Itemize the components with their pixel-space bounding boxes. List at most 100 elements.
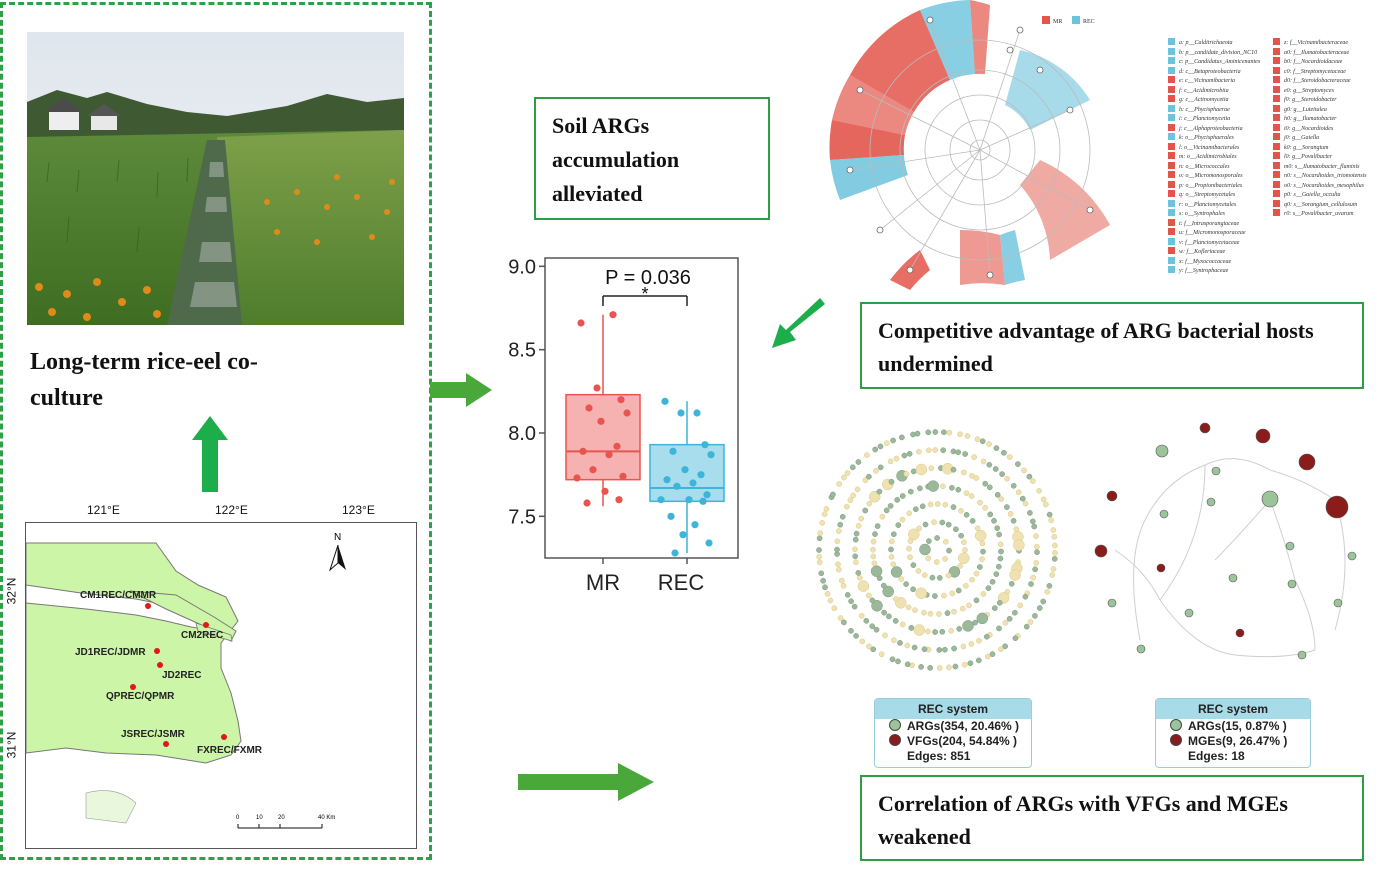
network-node (951, 645, 957, 652)
taxon-label: m: o__Acidimicrobiales (1168, 152, 1273, 162)
data-point (673, 482, 681, 490)
network-node (894, 497, 901, 503)
taxon-label: i0: g__Nocardioides (1273, 123, 1378, 134)
network-node (985, 585, 992, 591)
network-node (936, 575, 943, 581)
site-marker (145, 603, 151, 609)
network-node (1030, 574, 1036, 581)
network-node (956, 626, 963, 632)
network-node (865, 592, 872, 599)
network-node (868, 490, 881, 503)
taxon-swatch (1168, 161, 1175, 169)
network-node (877, 464, 884, 471)
taxon-label: f0: g__Steroidobacter (1273, 95, 1378, 105)
taxon-label: d0: f__Steroidobacteraceae (1273, 76, 1378, 86)
network-node (906, 450, 913, 457)
network-node (1013, 539, 1025, 551)
network-node (907, 488, 914, 495)
network-node (852, 536, 859, 543)
taxon-label: b0: f__Nocardioidaceae (1273, 57, 1378, 67)
network-node (837, 615, 844, 621)
taxon-swatch (1273, 114, 1280, 121)
lon-tick: 122°E (215, 503, 248, 517)
network-node (890, 561, 897, 567)
network-node (911, 644, 918, 651)
data-point (657, 496, 665, 504)
network-node (841, 474, 847, 481)
network-node (974, 436, 981, 443)
right-arrow (430, 373, 492, 407)
network-node (927, 664, 933, 671)
network-node (915, 568, 922, 574)
data-point (681, 466, 689, 474)
network-node (1015, 461, 1021, 467)
network-node (835, 528, 842, 534)
taxon-label: y: f__Syntrophaceae (1168, 266, 1273, 276)
clado-legend-mr: MR (1053, 19, 1062, 25)
network-node (1027, 510, 1033, 516)
taxon-swatch (1168, 152, 1175, 159)
data-point (623, 409, 631, 417)
network-node (906, 510, 913, 517)
taxon-swatch (1168, 114, 1175, 121)
network-node (852, 546, 858, 553)
network-node (882, 632, 888, 639)
network-node (853, 530, 860, 537)
taxon-label: r: o__Planctomycetales (1168, 199, 1273, 210)
network-node (866, 500, 873, 507)
taxon-swatch (1273, 171, 1280, 178)
network-node (975, 657, 982, 664)
legend-title: REC system (1156, 699, 1310, 719)
network-node (878, 651, 885, 658)
network-node (1043, 501, 1049, 508)
network-node (934, 501, 941, 507)
taxon-label: j: c__Alphaproteobacteria (1168, 123, 1273, 134)
network-node (979, 540, 986, 547)
network-node (864, 452, 870, 458)
site-label: CM2REC (181, 630, 224, 641)
y-tick-label: 8.5 (508, 340, 536, 362)
network-node (848, 598, 854, 605)
network-node (1052, 542, 1058, 549)
taxon-label: e: c__Vicinamibacteria (1168, 76, 1273, 86)
network-node (927, 501, 934, 508)
network-node (844, 470, 851, 476)
network-node (936, 647, 943, 653)
network-node (908, 625, 915, 631)
data-point (573, 474, 581, 482)
network-node (855, 459, 862, 465)
network-node (942, 501, 949, 508)
network-node (925, 555, 932, 562)
network-node (996, 625, 1002, 632)
taxon-label: t: f__Intrasporangiaceae (1168, 218, 1273, 229)
network-node (1006, 615, 1013, 622)
network-node (898, 576, 905, 582)
taxon-swatch (1273, 152, 1280, 159)
p-value-label: P = 0.036 (605, 267, 691, 289)
mges-node-icon (1170, 734, 1182, 746)
network-node (1004, 504, 1010, 510)
data-point (677, 409, 685, 417)
network-node (914, 430, 921, 437)
network-node (963, 511, 970, 518)
network-node (919, 503, 926, 510)
site-label: JD2REC (162, 670, 202, 681)
taxon-label: g: c__Actinomycetia (1168, 95, 1273, 105)
network-node (903, 471, 910, 477)
legend-edges: Edges: 18 (1188, 749, 1245, 763)
taxon-label: l: o__Vicinamibacterales (1168, 142, 1273, 153)
taxon-swatch (1168, 190, 1175, 197)
network-node (964, 433, 971, 439)
network-node (948, 627, 954, 634)
network-node (836, 566, 842, 573)
taxon-label: a0: f__Ilumatobacteraceae (1273, 47, 1378, 58)
network-node (1012, 609, 1018, 616)
network-node (960, 469, 967, 476)
network-node (818, 570, 825, 577)
network-node (820, 577, 826, 584)
taxon-swatch (1168, 171, 1175, 178)
network-node (873, 626, 880, 633)
network-node (847, 497, 854, 503)
